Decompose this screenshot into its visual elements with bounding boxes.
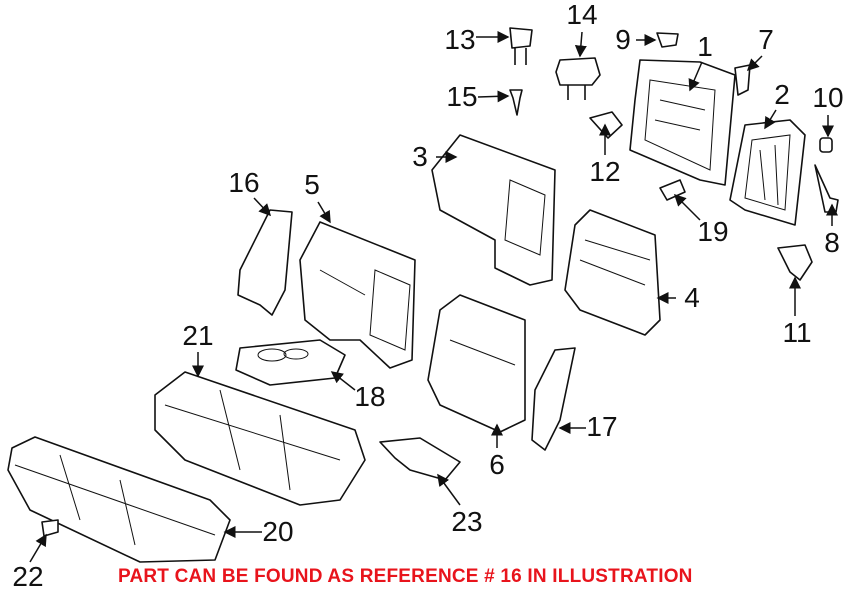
callout-22: 22	[12, 561, 44, 592]
part-4-seatback-cover	[564, 209, 661, 336]
part-2-seatback-frame	[729, 119, 806, 226]
part-21-seat-cushion	[154, 371, 366, 506]
leader-lines	[29, 31, 838, 563]
callout-5: 5	[304, 169, 320, 200]
callout-17: 17	[586, 411, 618, 442]
callout-19: 19	[697, 216, 729, 247]
part-11-hinge	[777, 244, 813, 281]
callout-7: 7	[758, 24, 774, 55]
callout-16: 16	[228, 167, 260, 198]
callout-21: 21	[182, 320, 214, 351]
reference-note: PART CAN BE FOUND AS REFERENCE # 16 IN I…	[118, 566, 693, 587]
callout-14: 14	[566, 0, 598, 30]
part-7-latch	[734, 64, 751, 96]
part-6-seatback-cover	[427, 294, 526, 433]
part-9-clip	[656, 32, 679, 48]
part-8-belt-guide	[814, 164, 839, 213]
part-22-clip	[41, 519, 59, 537]
part-12-trim	[589, 111, 623, 139]
part-16-side-bolster	[237, 209, 293, 316]
callout-13: 13	[444, 24, 476, 55]
callout-23: 23	[451, 506, 483, 537]
part-3-seatback	[431, 134, 556, 286]
callout-10: 10	[812, 82, 844, 113]
callout-20: 20	[262, 516, 294, 547]
callout-6: 6	[489, 449, 505, 480]
part-15-bolt	[509, 89, 523, 116]
callout-11: 11	[782, 317, 812, 348]
part-1-seatback-frame	[629, 59, 736, 186]
part-23-bracket	[379, 437, 461, 481]
part-10-cap	[819, 137, 833, 153]
part-14-headrest	[555, 57, 601, 100]
part-18-armrest	[235, 339, 346, 386]
callout-18: 18	[354, 381, 386, 412]
callout-8: 8	[824, 227, 840, 258]
callout-2: 2	[774, 79, 790, 110]
part-20-seat-cushion	[7, 436, 231, 563]
callout-1: 1	[697, 31, 713, 62]
part-17-side-bolster	[531, 347, 576, 451]
callout-4: 4	[684, 282, 700, 313]
part-5-seatback-cover	[299, 221, 416, 369]
callout-12: 12	[589, 156, 621, 187]
callout-9: 9	[615, 24, 631, 55]
part-13-headrest-guide	[509, 27, 533, 65]
callout-15: 15	[446, 81, 478, 112]
part-19-bracket	[659, 179, 686, 201]
callout-3: 3	[412, 141, 428, 172]
